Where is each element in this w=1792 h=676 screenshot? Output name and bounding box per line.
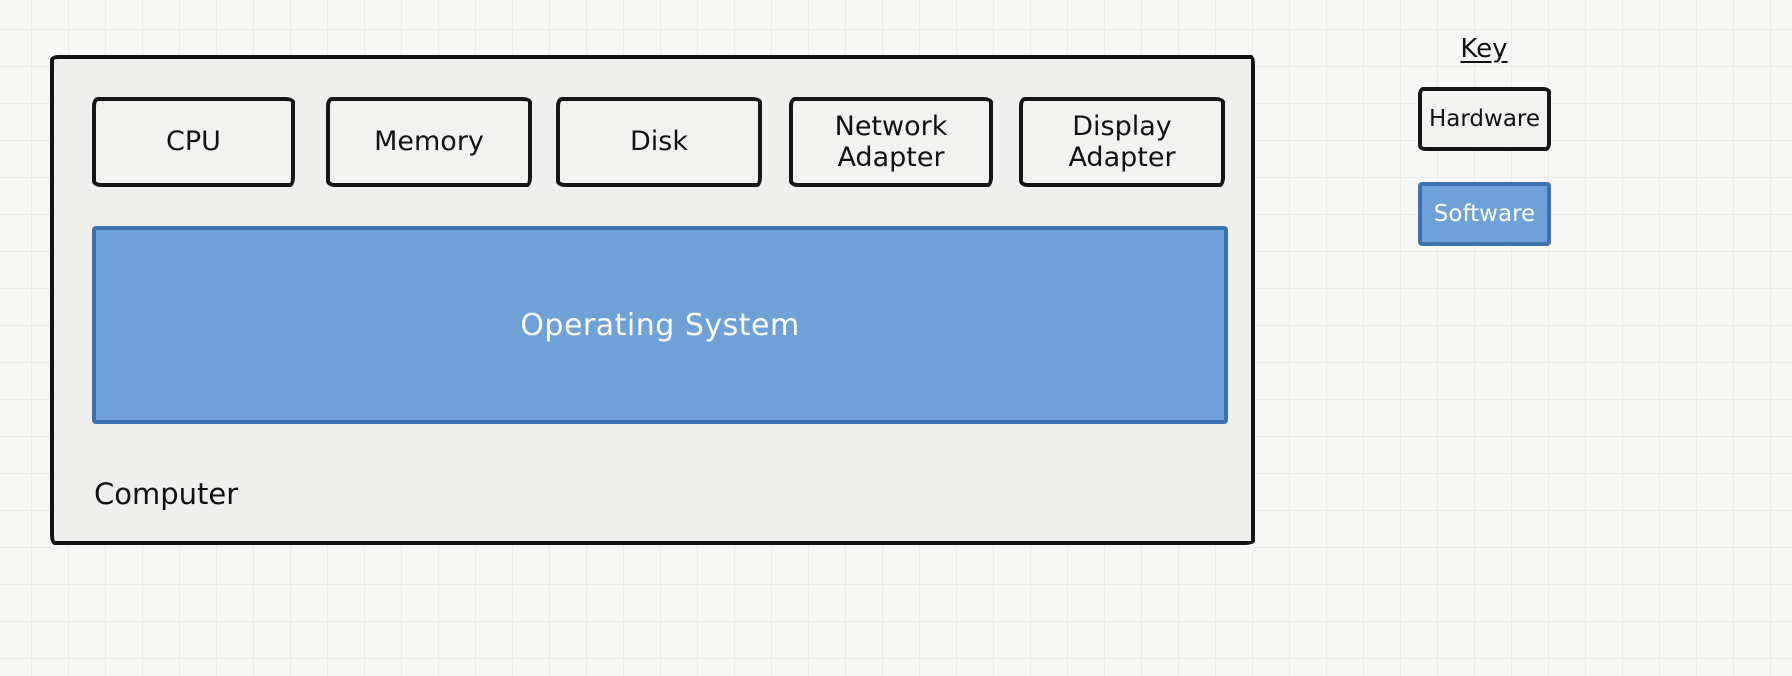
cpu-label: CPU [166, 126, 221, 158]
key-software-label: Software [1433, 201, 1536, 227]
disk-label: Disk [630, 126, 688, 158]
key-hardware-label: Hardware [1428, 106, 1541, 132]
key-software-swatch: Software [1418, 182, 1551, 246]
memory-node: Memory [326, 97, 532, 187]
operating-system-node: Operating System [92, 226, 1228, 424]
cpu-node: CPU [92, 97, 295, 187]
disk-node: Disk [556, 97, 762, 187]
computer-label: Computer [94, 477, 239, 511]
computer-container-node: CPU Memory Disk Network Adapter Display … [50, 55, 1255, 545]
key-hardware-swatch: Hardware [1418, 87, 1551, 151]
network-adapter-node: Network Adapter [789, 97, 993, 187]
display-adapter-label: Display Adapter [1068, 110, 1176, 173]
key-title: Key [1460, 34, 1508, 64]
memory-label: Memory [374, 126, 484, 158]
network-adapter-label: Network Adapter [834, 110, 948, 173]
display-adapter-node: Display Adapter [1019, 97, 1225, 187]
operating-system-label: Operating System [520, 307, 800, 343]
